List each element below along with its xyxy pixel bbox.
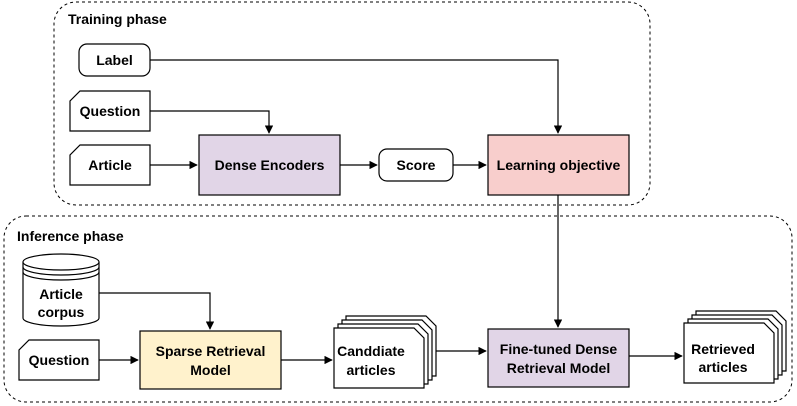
- score-node-text: Score: [397, 157, 436, 173]
- learning-objective-shape: [487, 134, 630, 196]
- question-card-shape: [69, 90, 151, 132]
- sparse-retrieval-text-1: Sparse Retrieval: [156, 343, 266, 359]
- candidate-text-1: Canddiate: [337, 343, 405, 359]
- score-node: Score: [378, 148, 454, 182]
- article-corpus-top: [22, 253, 100, 271]
- dense-retrieval-shape: [487, 328, 630, 388]
- inference-phase-title: Inference phase: [17, 228, 124, 244]
- article-corpus-body: [22, 262, 100, 327]
- dense-encoders-text: Dense Encoders: [215, 157, 325, 173]
- sparse-retrieval-shape: [139, 330, 282, 390]
- retrieved-text-1: Retrieved: [691, 341, 755, 357]
- retrieved-doc-1: [683, 322, 775, 384]
- question-card-training: Question: [69, 90, 151, 132]
- article-card-text: Article: [88, 157, 132, 173]
- article-corpus-text-1: Article: [39, 286, 83, 302]
- article-card-shape: [69, 144, 151, 186]
- article-card-training: Article: [69, 144, 151, 186]
- retrieved-text-2: articles: [698, 359, 747, 375]
- sparse-retrieval-node: Sparse Retrieval Model: [139, 330, 282, 390]
- question-card-text: Question: [80, 103, 141, 119]
- training-phase-title: Training phase: [68, 11, 167, 27]
- learning-objective-node: Learning objective: [487, 134, 630, 196]
- learning-objective-text: Learning objective: [497, 157, 621, 173]
- training-phase-container: [53, 1, 651, 206]
- label-node-text: Label: [96, 52, 133, 68]
- article-corpus-ring-2: [22, 271, 100, 281]
- article-corpus-text-2: corpus: [38, 304, 85, 320]
- question-card-inference: Question: [18, 339, 100, 381]
- article-corpus-node: Article corpus: [22, 253, 100, 327]
- candidate-articles-stack: Canddiate articles: [333, 315, 437, 389]
- dense-retrieval-text-1: Fine-tuned Dense: [500, 341, 618, 357]
- candidate-text-2: articles: [346, 362, 395, 378]
- question-inference-text: Question: [29, 352, 90, 368]
- article-corpus-ring-1: [22, 266, 100, 276]
- label-node: Label: [78, 43, 151, 77]
- sparse-retrieval-text-2: Model: [190, 362, 230, 378]
- dense-encoders-node: Dense Encoders: [198, 134, 341, 196]
- dense-retrieval-text-2: Retrieval Model: [507, 360, 610, 376]
- question-inference-shape: [18, 339, 100, 381]
- edge-question-to-encoders: [150, 110, 274, 134]
- retrieved-articles-stack: Retrieved articles: [683, 310, 787, 384]
- dense-retrieval-node: Fine-tuned Dense Retrieval Model: [487, 328, 630, 388]
- candidate-doc-1: [333, 327, 425, 389]
- dense-encoders-shape: [198, 134, 341, 196]
- edge-corpus-to-sparse: [99, 292, 215, 330]
- inference-phase-container: [3, 215, 793, 403]
- edge-label-to-objective: [150, 59, 563, 134]
